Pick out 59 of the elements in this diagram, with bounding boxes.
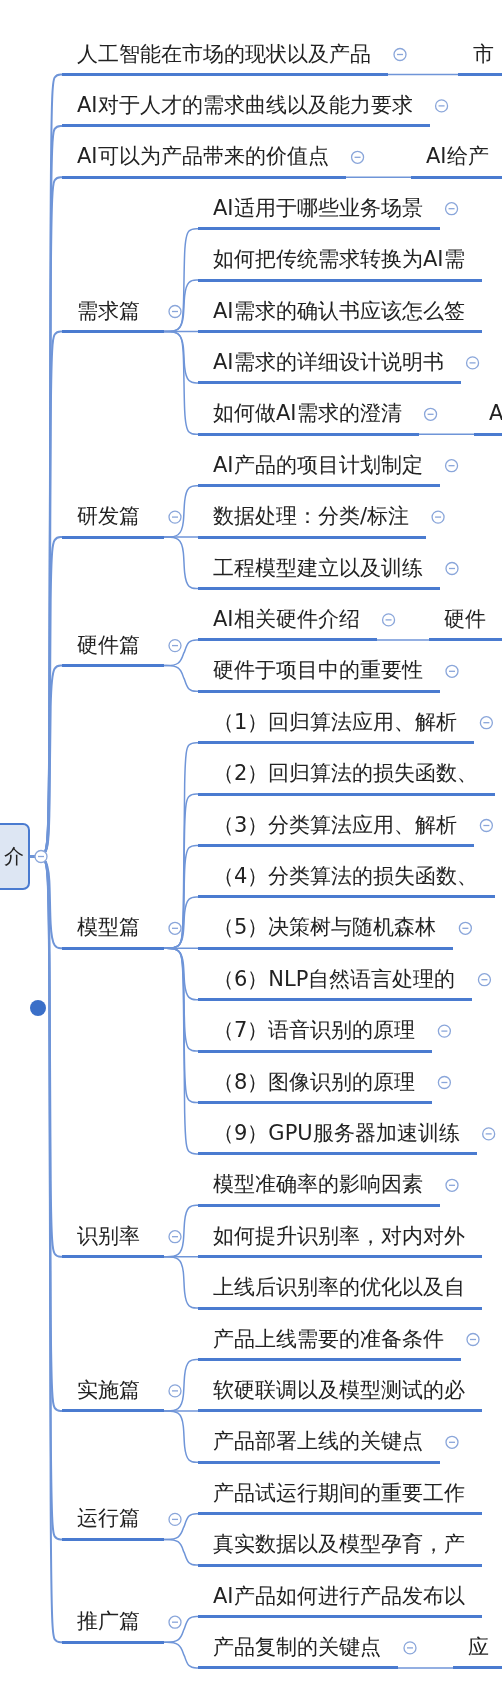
branch-line <box>163 1641 199 1669</box>
topic-text: 如何做AI需求的澄清 <box>213 400 402 427</box>
topic-text: AI需求的详细设计说明书 <box>213 348 444 375</box>
branch-line <box>163 947 199 1155</box>
topic-text: AI需求的确认书应该怎么签 <box>213 297 465 324</box>
topic-text: 产品部署上线的关键点 <box>213 1428 423 1455</box>
branch-line <box>387 73 459 76</box>
branch-line <box>397 1667 454 1669</box>
topic-text: 模型准确率的影响因素 <box>213 1171 423 1198</box>
branch-line <box>163 664 199 693</box>
topic-text: （8）图像识别的原理 <box>213 1068 416 1095</box>
topic-text: 硬件 <box>444 605 486 632</box>
topic-text: 硬件篇 <box>77 631 140 658</box>
topic-text: 推广篇 <box>77 1608 140 1635</box>
topic-text: 软硬联调以及模型测试的必 <box>213 1376 465 1403</box>
branch-line <box>163 1538 199 1566</box>
topic-text: （1）回归算法应用、解析 <box>213 708 458 735</box>
topic-text: AI产品如何进行产品发布以 <box>213 1582 465 1609</box>
branch-line <box>344 176 412 179</box>
topic-text: （2）回归算法的损失函数、 <box>213 760 479 787</box>
topic-text: AI给产 <box>426 143 489 170</box>
branch-line <box>163 536 199 590</box>
topic-text: 真实数据以及模型孕育，产 <box>213 1531 465 1558</box>
topic-text: 产品上线需要的准备条件 <box>213 1325 444 1352</box>
topic-text: 上线后识别率的优化以及自 <box>213 1274 465 1301</box>
branch-line <box>375 639 430 641</box>
topic-text: 工程模型建立以及训练 <box>213 554 423 581</box>
topic-text: 如何提升识别率，对内对外 <box>213 1222 465 1249</box>
topic-text: 实施篇 <box>77 1376 140 1403</box>
topic-text: （9）GPU服务器加速训练 <box>213 1119 460 1146</box>
topic-text: 研发篇 <box>77 503 140 530</box>
topic-text: 硬件于项目中的重要性 <box>213 657 423 684</box>
central-topic-box <box>0 823 30 890</box>
topic-text: 识别率 <box>77 1222 140 1249</box>
topic-text: 数据处理：分类/标注 <box>213 503 410 530</box>
branch-line <box>417 433 475 436</box>
topic-text: 运行篇 <box>77 1505 140 1532</box>
topic-text: 如何把传统需求转换为AI需 <box>213 246 465 273</box>
topic-text: AI相关硬件介绍 <box>213 605 360 632</box>
topic-text: 人工智能在市场的现状以及产品 <box>77 40 371 67</box>
topic-text: 介 <box>4 843 24 870</box>
topic-text: （4）分类算法的损失函数、 <box>213 862 479 889</box>
topic-text: 产品试运行期间的重要工作 <box>213 1479 465 1506</box>
branch-line <box>163 1410 199 1464</box>
topic-text: 需求篇 <box>77 297 140 324</box>
topic-text: （6）NLP自然语言处理的 <box>213 965 456 992</box>
topic-text: （7）语音识别的原理 <box>213 1017 416 1044</box>
topic-text: AI对于人才的需求曲线以及能力要求 <box>77 91 413 118</box>
topic-text: 模型篇 <box>77 914 140 941</box>
topic-text: AI产品的项目计划制定 <box>213 451 423 478</box>
topic-text: 产品复制的关键点 <box>213 1633 381 1660</box>
topic-text: （5）决策树与随机森林 <box>213 914 437 941</box>
topic-text: 应 <box>468 1633 489 1660</box>
topic-text: AI可以为产品带来的价值点 <box>77 143 329 170</box>
branch-line <box>163 1255 199 1309</box>
topic-text: （3）分类算法应用、解析 <box>213 811 458 838</box>
topic-text: 市 <box>473 40 494 67</box>
branch-line <box>163 330 199 436</box>
topic-text: AI适用于哪些业务场景 <box>213 194 423 221</box>
